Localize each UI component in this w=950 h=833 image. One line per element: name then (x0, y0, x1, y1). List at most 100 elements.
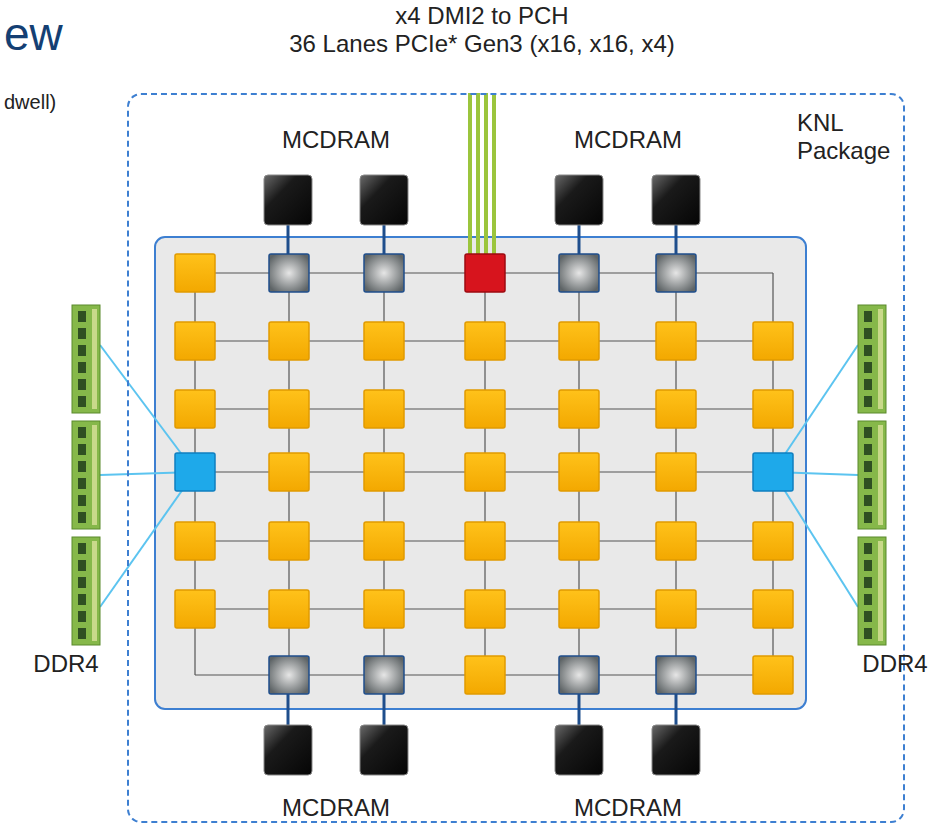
mcdram-chip (264, 175, 312, 225)
tile (656, 590, 696, 628)
dimm-chip (78, 543, 86, 554)
dimm-chip (78, 444, 86, 455)
tile (364, 322, 404, 360)
tile (465, 590, 505, 628)
tile (753, 522, 793, 560)
tile (269, 656, 309, 694)
mcdram-link (675, 694, 678, 725)
dimm-chip (78, 345, 86, 356)
dimm-edge (878, 541, 883, 641)
dimm-chip (864, 427, 872, 438)
mesh (195, 273, 773, 675)
mcdram-chip (555, 725, 603, 775)
tile (364, 656, 404, 694)
tile (364, 390, 404, 428)
pcie-lane (484, 93, 488, 262)
mcdram-link (675, 225, 678, 254)
mcdram-chip (555, 175, 603, 225)
dimm-chip (864, 311, 872, 322)
tile (175, 390, 215, 428)
dimm (72, 537, 100, 645)
tile (465, 254, 505, 292)
dimm-chip (78, 396, 86, 407)
tiles (175, 254, 793, 694)
tile (465, 522, 505, 560)
mcdram-chip (360, 725, 408, 775)
mcdram-link (578, 694, 581, 725)
mcdram-chip (360, 175, 408, 225)
dimm-chip (78, 594, 86, 605)
memory-label: DDR4 (862, 650, 927, 678)
tile (269, 453, 309, 491)
dimm-chip (864, 543, 872, 554)
dimm-chip (864, 512, 872, 523)
dimm (72, 421, 100, 529)
tile (465, 656, 505, 694)
dimm-chip (78, 611, 86, 622)
dimm (858, 305, 886, 413)
dimm-chip (78, 379, 86, 390)
tile (175, 453, 215, 491)
tile (364, 590, 404, 628)
tile (656, 453, 696, 491)
tile (656, 322, 696, 360)
dimm-chip (864, 362, 872, 373)
tile (559, 254, 599, 292)
cut-off-text: dwell) (4, 88, 56, 116)
tile (656, 390, 696, 428)
memory-label: MCDRAM (574, 126, 682, 154)
tile (559, 522, 599, 560)
tile (175, 322, 215, 360)
tile (364, 522, 404, 560)
dimm-chip (78, 328, 86, 339)
tile (559, 590, 599, 628)
dimm-chip (78, 427, 86, 438)
tile (559, 322, 599, 360)
pcie-lane (476, 93, 480, 262)
dimm-chip (864, 560, 872, 571)
tile (364, 453, 404, 491)
dimm-edge (92, 425, 97, 525)
dimm-chip (864, 478, 872, 489)
memory-label: DDR4 (33, 650, 98, 678)
tile (559, 656, 599, 694)
memory-label: MCDRAM (574, 794, 682, 822)
memory-label: MCDRAM (282, 794, 390, 822)
dimm-chip (864, 628, 872, 639)
bus-label: 36 Lanes PCIe* Gen3 (x16, x16, x4) (289, 30, 675, 58)
dimm-chip (78, 478, 86, 489)
tile (269, 522, 309, 560)
dimm-edge (878, 425, 883, 525)
tile (753, 390, 793, 428)
dimm-edge (878, 309, 883, 409)
dimm-chip (864, 611, 872, 622)
tile (364, 254, 404, 292)
tile (656, 254, 696, 292)
tile (175, 522, 215, 560)
tile (656, 656, 696, 694)
tile (269, 590, 309, 628)
dimm-chip (864, 495, 872, 506)
dimm-chip (864, 461, 872, 472)
dimm (858, 421, 886, 529)
dimm-chip (78, 560, 86, 571)
tile (753, 453, 793, 491)
dimm-chip (78, 362, 86, 373)
tile (465, 453, 505, 491)
memory-label: MCDRAM (282, 126, 390, 154)
slide-title: ew (4, 8, 63, 60)
dimm-chip (864, 345, 872, 356)
pcie-lane (468, 93, 472, 262)
dimm-chip (78, 495, 86, 506)
dimm-chip (78, 461, 86, 472)
dimm-chip (864, 577, 872, 588)
bus-label: x4 DMI2 to PCH (395, 2, 568, 30)
dimm-chip (864, 328, 872, 339)
mcdram-link (287, 225, 290, 254)
dimm-edge (92, 541, 97, 641)
tile (753, 656, 793, 694)
package-outline: KNL Package (127, 93, 905, 823)
dimm-chip (78, 512, 86, 523)
dimm-chip (78, 577, 86, 588)
tile (175, 590, 215, 628)
